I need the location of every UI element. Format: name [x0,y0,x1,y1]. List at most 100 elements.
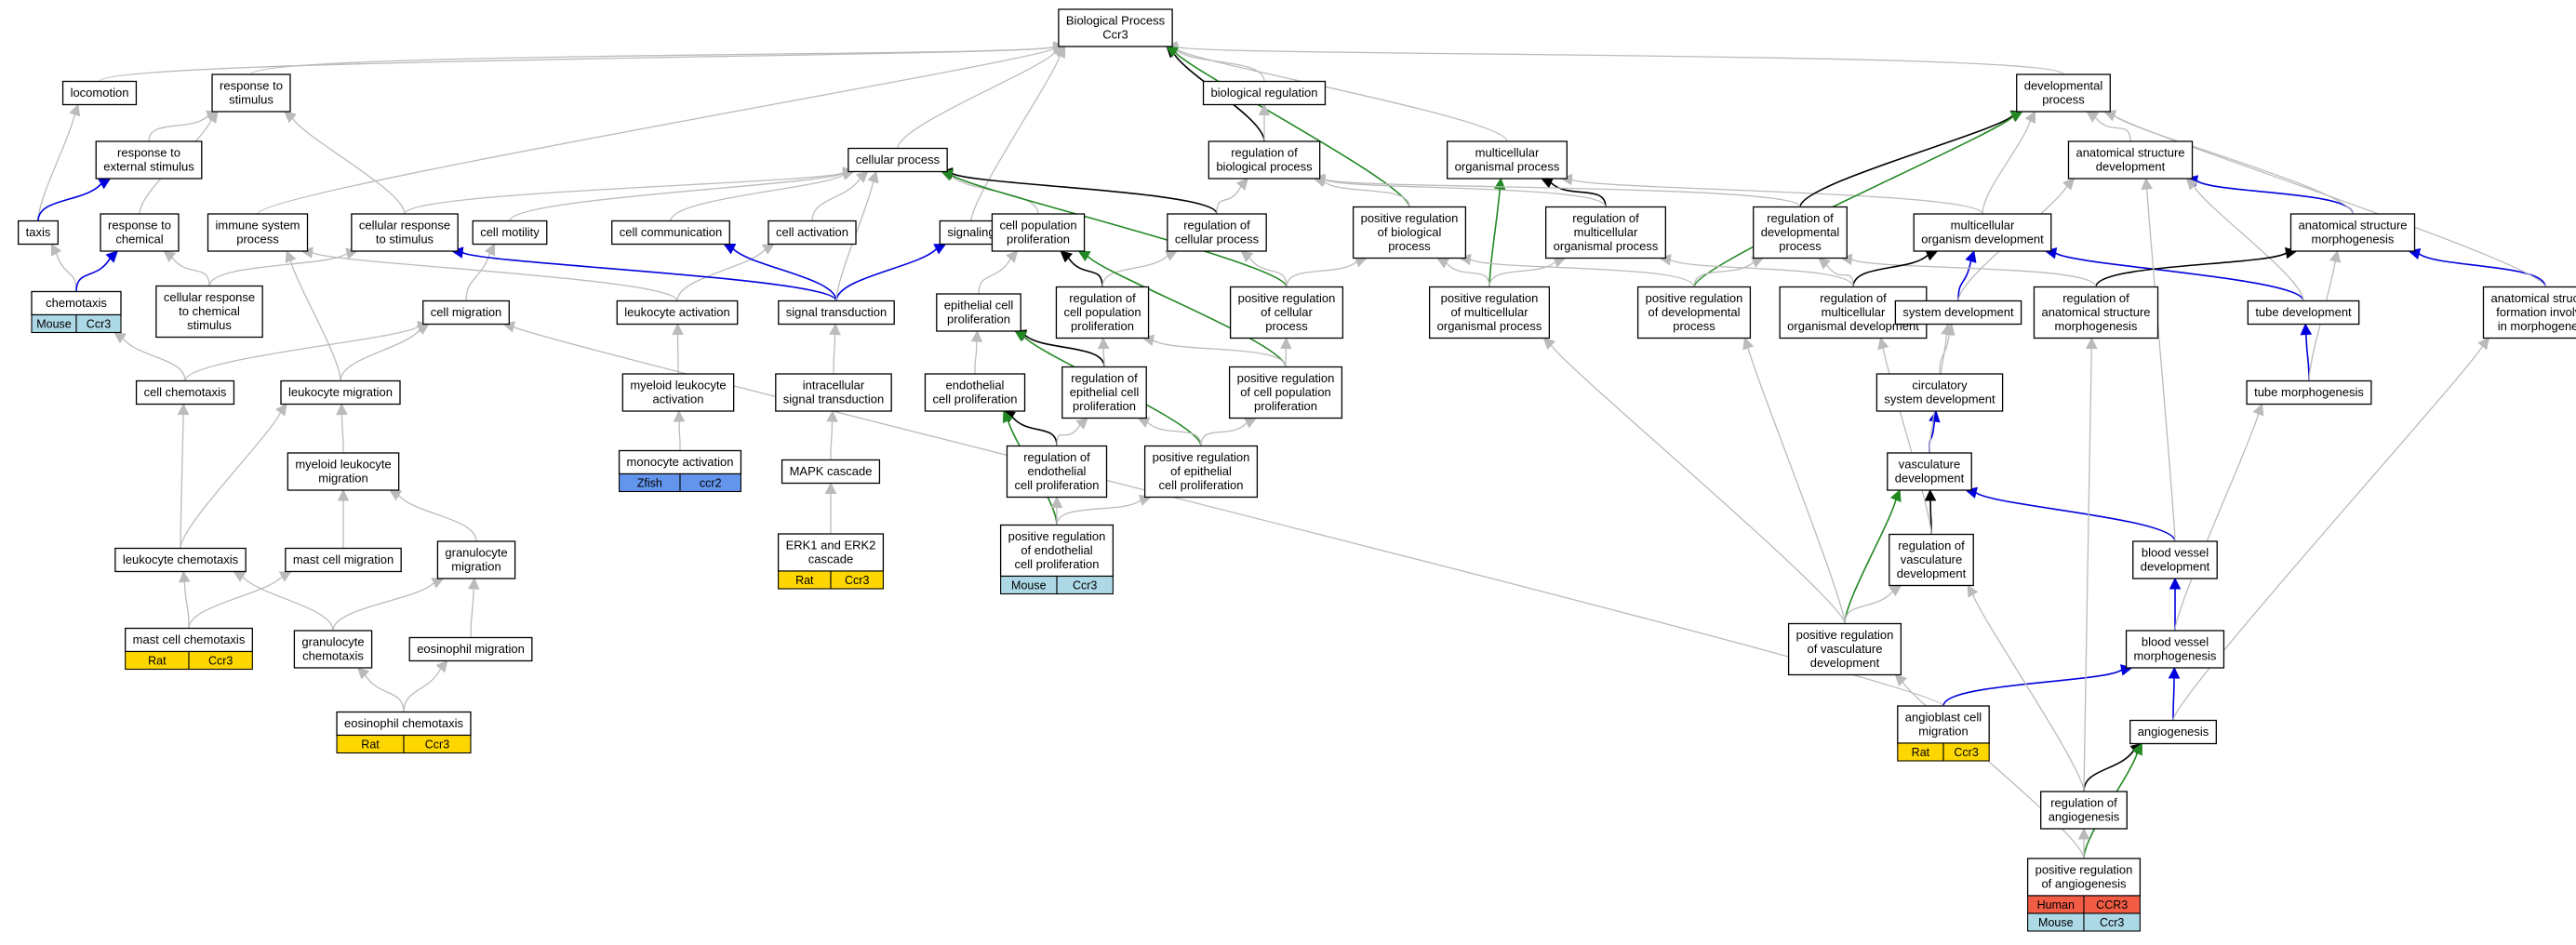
arrowhead-pos_reg_multi-to-pos_reg_bio [1436,257,1450,269]
node-cell-chemo[interactable]: cell chemotaxis [135,379,235,406]
node-cellular[interactable]: cellular process [848,147,948,173]
node-label-line: leukocyte activation [624,305,729,319]
node-label-line: of vasculature [1808,642,1883,656]
edge-angioblast-to-cell_mig [513,326,1944,707]
node-label-line: proliferation [1071,319,1134,333]
node-sys-dev[interactable]: system development [1894,299,2022,326]
arrowhead-tube_morph-to-anat_morph [2329,249,2342,263]
node-anat-form[interactable]: anatomical structureformation involvedin… [2482,286,2576,339]
node-cell-comm[interactable]: cell communication [611,220,730,246]
edge-pos_reg_cell_pop-to-cell_pop [1087,255,1287,367]
node-label-line: anatomical structure [2298,219,2407,233]
node-label-line: leukocyte chemotaxis [123,552,239,566]
node-eos-mig[interactable]: eosinophil migration [408,636,533,662]
arrowhead-chemotaxis-to-resp_chem [105,250,118,263]
node-mast-mig[interactable]: mast cell migration [285,547,402,573]
edge-sys_dev-to-multi_dev [1957,260,1972,301]
node-label-line: taxis [26,225,51,239]
node-tube-morph[interactable]: tube morphogenesis [2246,379,2372,406]
node-label-line: response to [108,219,171,233]
node-label-line: organismal process [1554,239,1659,253]
node-biolreg[interactable]: biological regulation [1202,80,1327,106]
node-cell-mig[interactable]: cell migration [422,299,510,326]
node-leuk-mig[interactable]: leukocyte migration [280,379,401,406]
node-locomotion[interactable]: locomotion [61,80,138,106]
annotation-label: Rat [1912,746,1930,759]
node-sig-trans[interactable]: signal transduction [778,299,895,326]
arrowhead-mono_act-to-myel_act [673,409,686,422]
node-label-line: of angiogenesis [2041,877,2127,891]
node-cell-act[interactable]: cell activation [767,220,857,246]
arrowhead-pos_reg_vasc-to-reg_vasc [1889,584,1902,597]
edge-reg_multi-to-reg_bio [1324,179,1607,207]
node-cell-motility[interactable]: cell motility [472,220,548,246]
node-angio[interactable]: angiogenesis [2129,719,2217,745]
arrowhead-pos_reg_cell_pop-to-pos_reg_cell [1280,337,1292,350]
node-box [287,452,400,491]
node-label-line: anatomical structure [2490,291,2576,305]
node-box [100,213,180,252]
node-label-line: regulation of [1071,371,1138,385]
node-box [775,373,892,412]
node-leuk-chemo[interactable]: leukocyte chemotaxis [114,547,247,573]
node-taxis[interactable]: taxis [17,220,60,246]
node-leuk-act[interactable]: leukocyte activation [616,299,739,326]
node-mapk[interactable]: MAPK cascade [781,459,881,485]
node-label-line: positive regulation [1646,291,1743,305]
node-tube-dev[interactable]: tube development [2247,299,2360,326]
arrowhead-leuk_act-to-cell_act [761,243,775,255]
node-label-line: angiogenesis [2138,725,2209,739]
arrowhead-angio-to-anat_form [2477,337,2490,351]
